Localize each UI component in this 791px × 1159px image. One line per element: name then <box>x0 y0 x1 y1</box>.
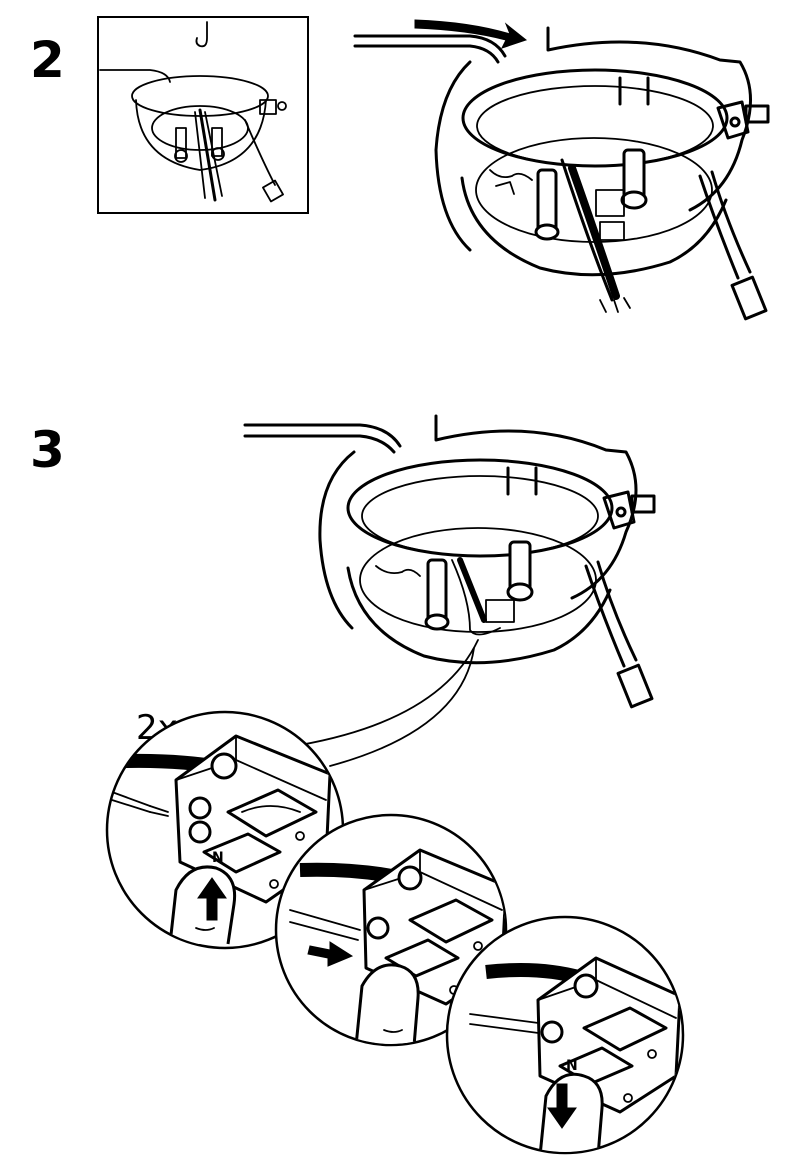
right-arrow-icon <box>307 941 354 967</box>
detail-circle-3: N <box>445 915 685 1155</box>
step-2-main-mount <box>353 19 770 321</box>
terminal-n-mark-2: N <box>566 1058 578 1074</box>
down-arrow-icon <box>547 1083 577 1129</box>
up-arrow-icon <box>197 877 227 921</box>
step-3-main-mount <box>243 414 656 767</box>
step-2-number: 2 <box>30 31 65 89</box>
terminal-n-mark: N <box>212 850 224 866</box>
step-3-number: 3 <box>30 421 65 479</box>
right-arrow-icon <box>414 19 528 49</box>
step-2-inset-panel <box>97 16 309 214</box>
